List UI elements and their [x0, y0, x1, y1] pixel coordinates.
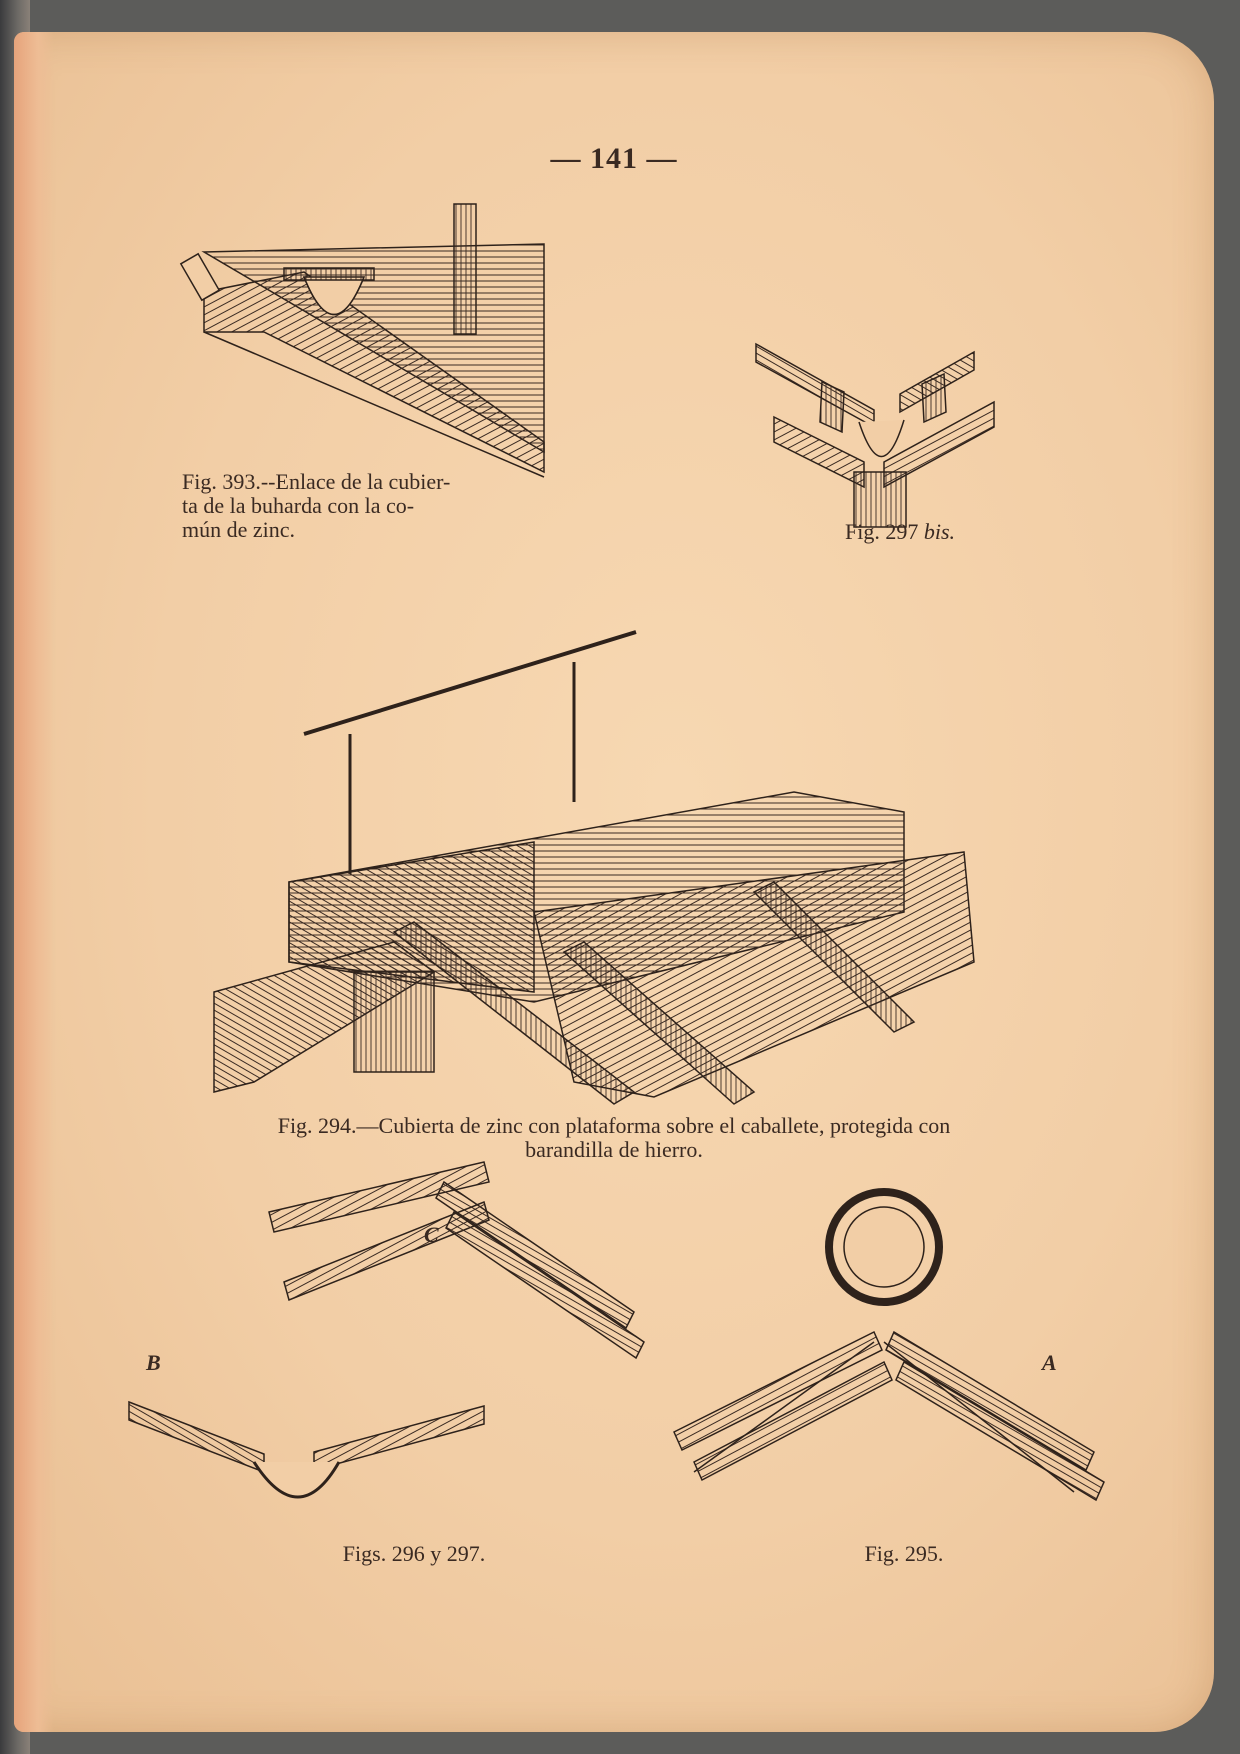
fig-294-caption-line: Fig. 294.—Cubierta de zinc con plataform… [277, 1113, 951, 1138]
book-page: — 141 — [14, 32, 1214, 1732]
engravings [128, 203, 1105, 1502]
fig-294-caption: Fig. 294.—Cubierta de zinc con plataform… [124, 1114, 1104, 1162]
fig-393-caption-line: ta de la buharda con la co- [182, 493, 415, 518]
fig-297bis-caption: Fig. 297 bis. [800, 520, 1000, 544]
fig-295-caption: Fig. 295. [864, 1541, 944, 1566]
page-edge [14, 32, 54, 1732]
fig-297bis-caption-italic: bis. [923, 519, 956, 544]
fig-393-caption: Fig. 393.--Enlace de la cubier- ta de la… [182, 470, 542, 542]
fig-294-drawing [213, 630, 975, 1105]
fig-393-drawing [179, 203, 545, 478]
figure-label-a: A [1042, 1350, 1057, 1375]
fig-294-caption-line: barandilla de hierro. [525, 1137, 703, 1162]
fig-393-caption-line: Fig. 393.--Enlace de la cubier- [182, 469, 451, 494]
fig-297bis-drawing [755, 342, 995, 528]
fig-296-297-drawing [128, 1161, 645, 1499]
page-number: — 141 — [550, 142, 678, 175]
fig-295-drawing [673, 1188, 1105, 1502]
fig-393-caption-line: mún de zinc. [182, 517, 296, 542]
fig-296-297-caption: Figs. 296 y 297. [342, 1541, 486, 1566]
figure-label-b: B [146, 1350, 161, 1375]
fig-297bis-caption-prefix: Fig. 297 [844, 519, 924, 544]
figure-label-c: C [424, 1222, 439, 1247]
